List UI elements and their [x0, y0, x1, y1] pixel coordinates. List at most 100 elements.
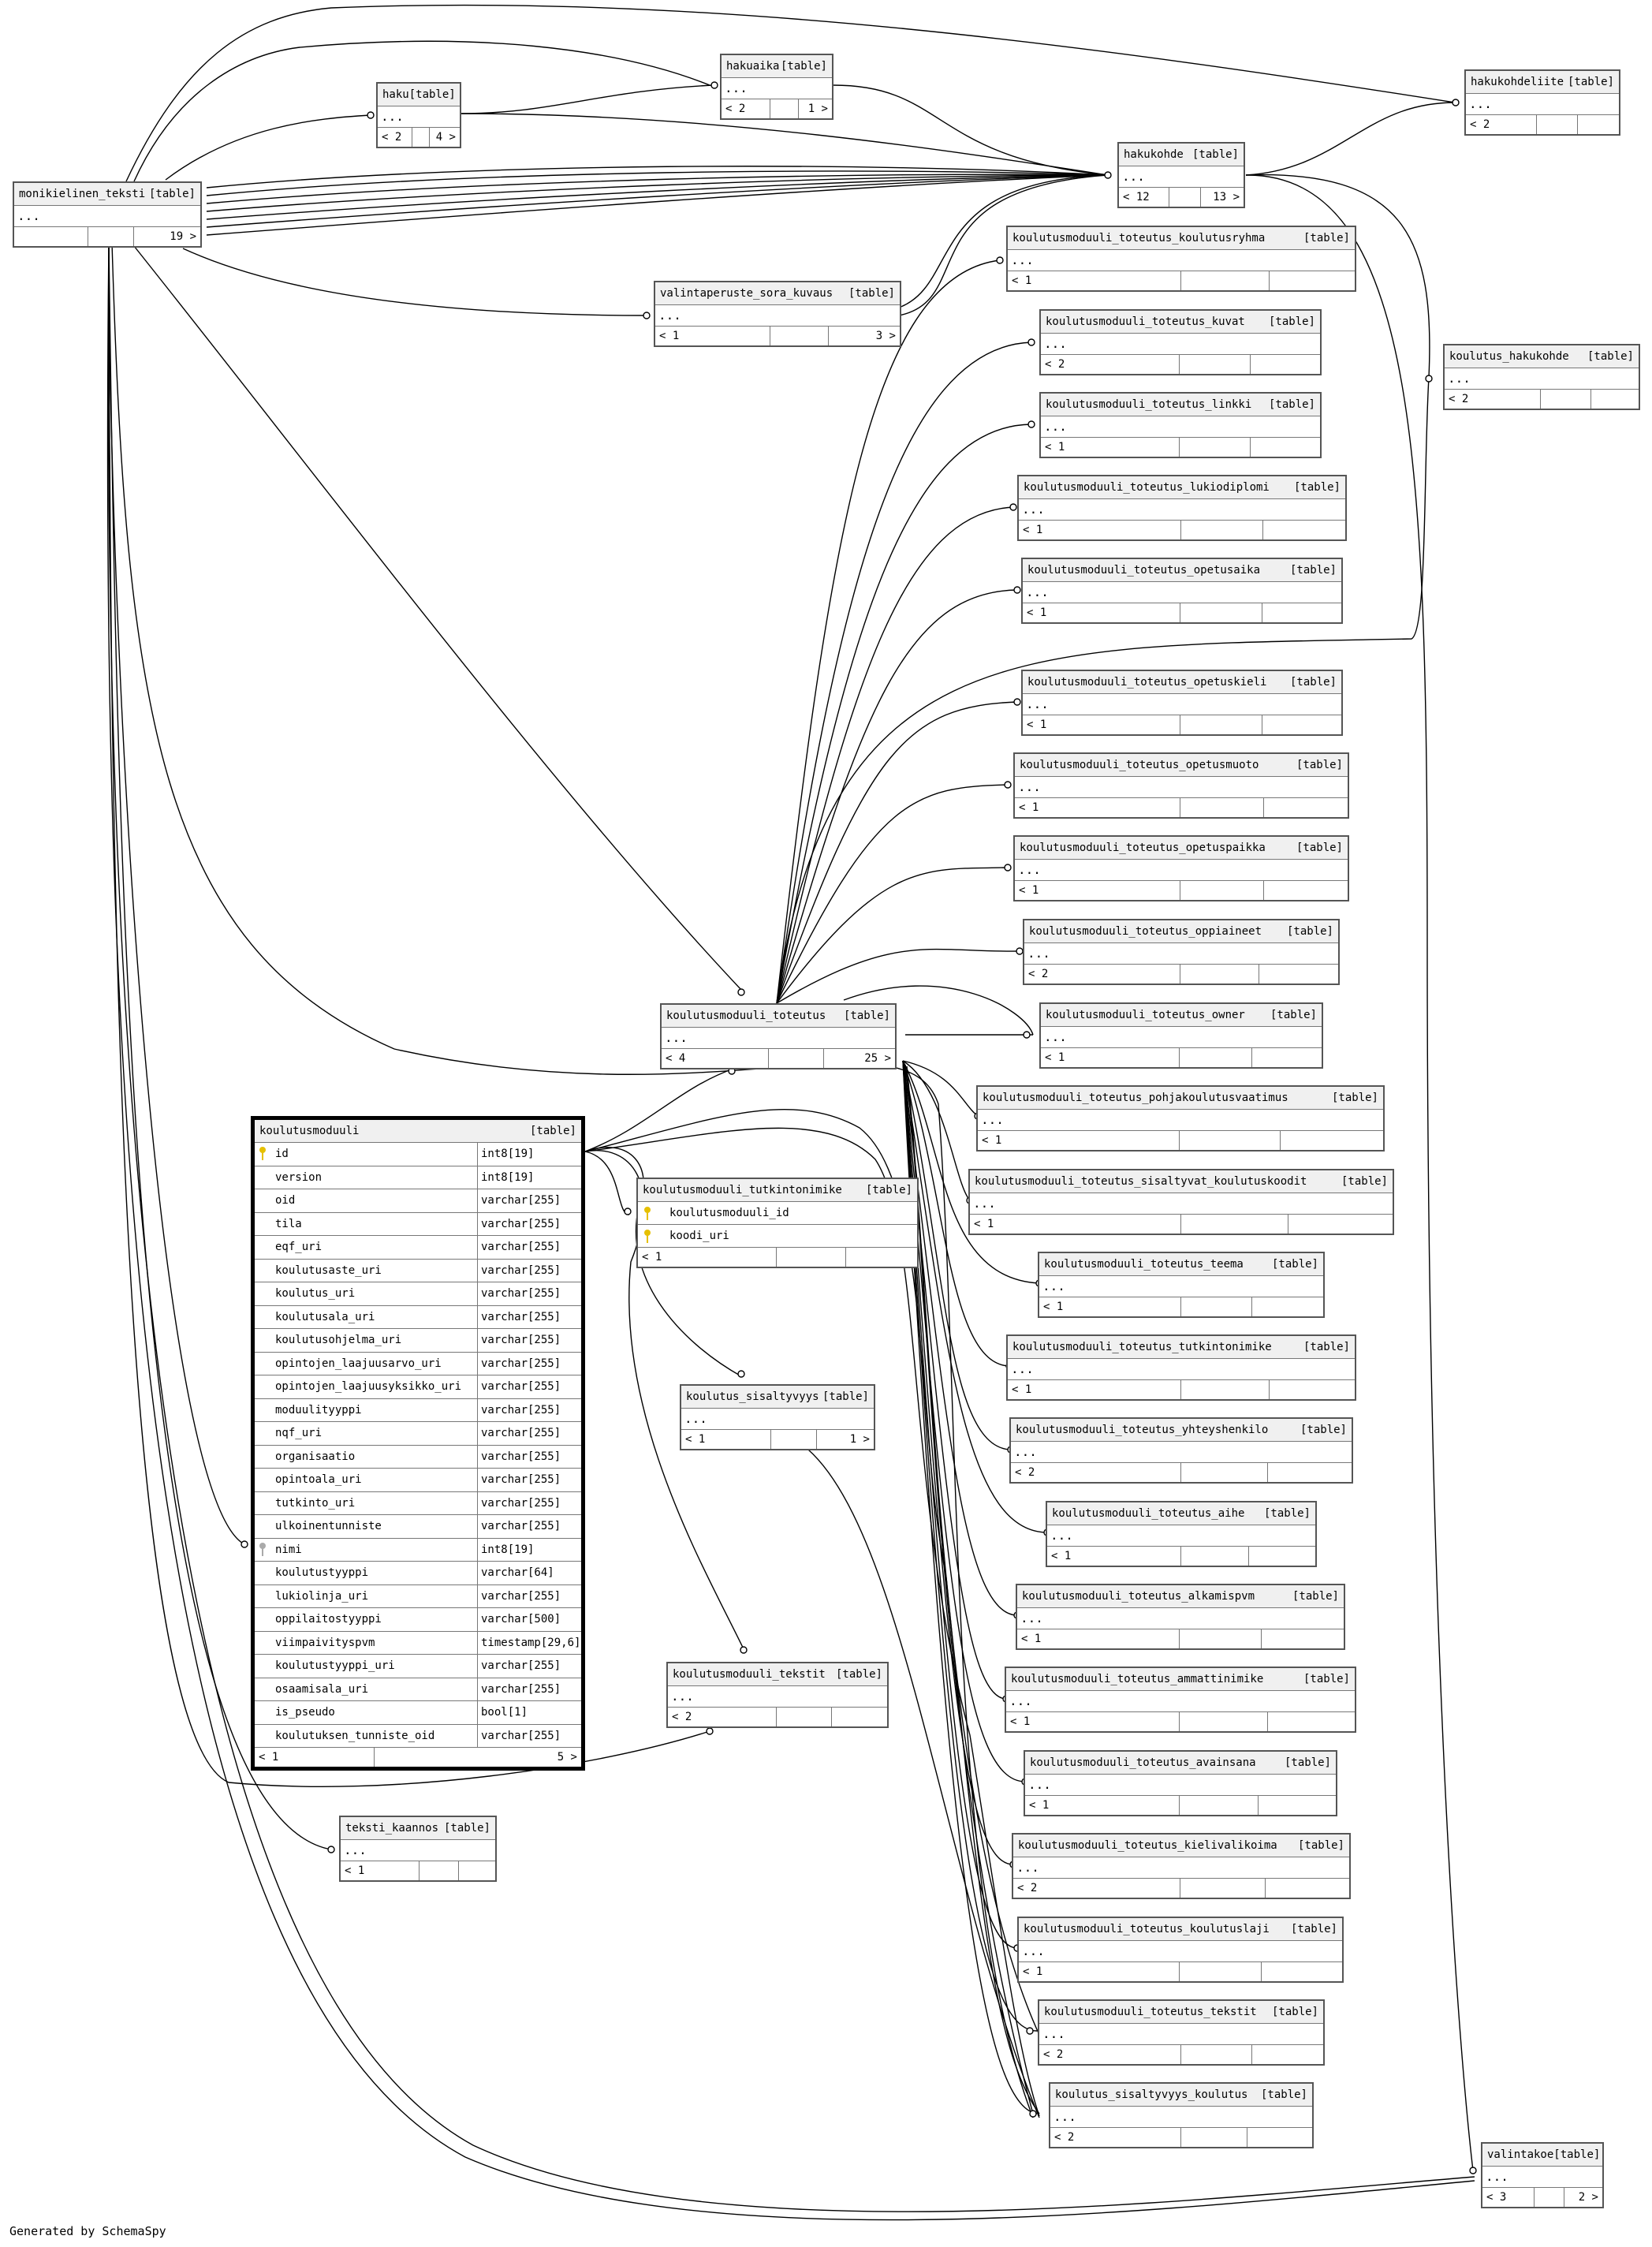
table-kt-koulutusryhma[interactable]: koulutusmoduuli_toteutus_koulutusryhma[t…	[1006, 226, 1356, 292]
table-kt-linkki[interactable]: koulutusmoduuli_toteutus_linkki[table] .…	[1039, 392, 1322, 458]
table-kt-alkamispvm[interactable]: koulutusmoduuli_toteutus_alkamispvm[tabl…	[1016, 1584, 1345, 1650]
parents-count[interactable]	[1266, 1879, 1349, 1898]
parents-count[interactable]: 5 >	[557, 1751, 577, 1764]
parents-count[interactable]	[1252, 1297, 1323, 1316]
parents-count[interactable]	[1251, 438, 1320, 457]
children-count[interactable]: < 1	[970, 1215, 1181, 1234]
more-columns[interactable]: ...	[681, 1409, 874, 1430]
children-count[interactable]: < 3	[1482, 2188, 1535, 2207]
parents-count[interactable]	[1264, 881, 1348, 900]
table-teksti-kaannos[interactable]: teksti_kaannos[table] ... < 1	[339, 1816, 497, 1882]
more-columns[interactable]: ...	[655, 305, 900, 327]
parents-count[interactable]	[1247, 2128, 1312, 2147]
parents-count[interactable]	[1281, 1131, 1383, 1150]
children-count[interactable]: < 1	[1015, 881, 1180, 900]
parents-count[interactable]	[1259, 965, 1338, 984]
more-columns[interactable]: ...	[1008, 1359, 1355, 1380]
table-kt-ammattinimike[interactable]: koulutusmoduuli_toteutus_ammattinimike[t…	[1005, 1667, 1356, 1733]
more-columns[interactable]: ...	[1047, 1525, 1315, 1547]
more-columns[interactable]: ...	[1039, 1276, 1323, 1297]
more-columns[interactable]: ...	[378, 106, 460, 128]
children-count[interactable]: < 2	[1039, 2045, 1181, 2064]
column-row[interactable]: koulutusmoduuli_id	[638, 1202, 917, 1225]
table-kt-koulutuslaji[interactable]: koulutusmoduuli_toteutus_koulutuslaji[ta…	[1017, 1917, 1344, 1983]
table-kt-pohjakoulutusvaatimus[interactable]: koulutusmoduuli_toteutus_pohjakoulutusva…	[976, 1085, 1385, 1151]
parents-count[interactable]	[459, 1861, 495, 1880]
more-columns[interactable]: ...	[1008, 250, 1355, 271]
parents-count[interactable]	[846, 1248, 917, 1267]
more-columns[interactable]: ...	[1019, 1941, 1342, 1962]
more-columns[interactable]: ...	[1041, 416, 1320, 438]
children-count[interactable]: < 1	[1041, 1048, 1180, 1067]
children-count[interactable]: < 1	[1047, 1547, 1181, 1566]
more-columns[interactable]: ...	[14, 206, 200, 227]
more-columns[interactable]: ...	[1466, 94, 1619, 115]
parents-count[interactable]	[1252, 1048, 1322, 1067]
more-columns[interactable]: ...	[1017, 1608, 1344, 1629]
table-kt-kielivalikoima[interactable]: koulutusmoduuli_toteutus_kielivalikoima[…	[1012, 1833, 1351, 1899]
children-count[interactable]: < 2	[1445, 390, 1541, 409]
parents-count[interactable]: 4 >	[435, 131, 456, 144]
parents-count[interactable]	[1262, 1629, 1344, 1648]
table-kt-sisaltyvat-koulutuskoodit[interactable]: koulutusmoduuli_toteutus_sisaltyvat_koul…	[968, 1169, 1394, 1235]
children-count[interactable]: < 1	[1015, 798, 1180, 817]
more-columns[interactable]: ...	[970, 1193, 1393, 1215]
table-kt-oppiaineet[interactable]: koulutusmoduuli_toteutus_oppiaineet[tabl…	[1023, 919, 1340, 985]
table-koulutusmoduuli-tutkintonimike[interactable]: koulutusmoduuli_tutkintonimike[table] ko…	[636, 1178, 919, 1268]
children-count[interactable]: < 1	[1008, 1380, 1181, 1399]
parents-count[interactable]	[1578, 115, 1619, 134]
more-columns[interactable]: ...	[1119, 166, 1244, 188]
parents-count[interactable]	[1268, 1712, 1355, 1731]
more-columns[interactable]: ...	[1024, 943, 1338, 965]
more-columns[interactable]: ...	[1041, 334, 1320, 355]
parents-count[interactable]	[1262, 715, 1341, 734]
children-count[interactable]: < 1	[1041, 438, 1180, 457]
table-kt-teema[interactable]: koulutusmoduuli_toteutus_teema[table] ..…	[1038, 1252, 1325, 1318]
table-monikielinen-teksti[interactable]: monikielinen_teksti[table] ... 19 >	[13, 181, 202, 248]
parents-count[interactable]	[1288, 1215, 1393, 1234]
table-kt-lukiodiplomi[interactable]: koulutusmoduuli_toteutus_lukiodiplomi[ta…	[1017, 475, 1347, 541]
more-columns[interactable]: ...	[662, 1028, 895, 1049]
children-count[interactable]: < 1	[1019, 1962, 1180, 1981]
children-count[interactable]: < 2	[1013, 1879, 1180, 1898]
more-columns[interactable]: ...	[1006, 1691, 1355, 1712]
more-columns[interactable]: ...	[1015, 777, 1348, 798]
table-valintaperuste-sora-kuvaus[interactable]: valintaperuste_sora_kuvaus[table] ... < …	[654, 281, 901, 347]
parents-count[interactable]	[1268, 1463, 1352, 1482]
more-columns[interactable]: ...	[1011, 1442, 1352, 1463]
parents-count[interactable]	[1259, 1796, 1336, 1815]
parents-count[interactable]: 1 >	[807, 103, 828, 115]
table-kt-yhteyshenkilo[interactable]: koulutusmoduuli_toteutus_yhteyshenkilo[t…	[1009, 1417, 1353, 1484]
more-columns[interactable]: ...	[978, 1110, 1383, 1131]
children-count[interactable]: < 12	[1119, 188, 1169, 207]
more-columns[interactable]: ...	[1013, 1857, 1349, 1879]
children-count[interactable]: < 2	[378, 128, 412, 147]
column-row[interactable]: koodi_uri	[638, 1225, 917, 1248]
children-count[interactable]: < 4	[662, 1049, 769, 1068]
children-count[interactable]: < 1	[341, 1861, 420, 1880]
children-count[interactable]: < 2	[1050, 2128, 1181, 2147]
parents-count[interactable]: 2 >	[1578, 2191, 1598, 2204]
